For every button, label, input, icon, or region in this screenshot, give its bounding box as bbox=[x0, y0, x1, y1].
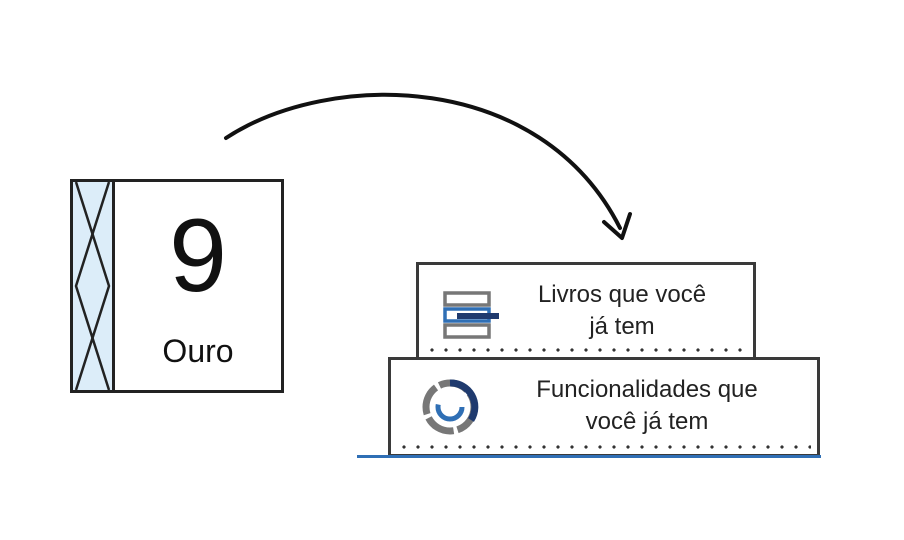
tile-label: Ouro bbox=[162, 333, 234, 369]
layer-books-line2: já tem bbox=[589, 313, 655, 340]
layer-features: Funcionalidades que você já tem bbox=[388, 357, 820, 457]
layer-features-text: Funcionalidades que você já tem bbox=[487, 374, 807, 438]
tile-strip bbox=[73, 182, 115, 390]
books-icon bbox=[443, 291, 503, 344]
dotted-separator bbox=[425, 348, 747, 352]
donut-chart-icon bbox=[419, 376, 481, 443]
layer-features-line1: Funcionalidades que bbox=[536, 376, 758, 403]
dotted-separator bbox=[397, 445, 811, 449]
layer-books-text: Livros que você já tem bbox=[505, 279, 739, 343]
layer-books: Livros que você já tem bbox=[416, 262, 756, 360]
baseline bbox=[357, 455, 821, 458]
layer-features-line2: você já tem bbox=[585, 408, 709, 435]
gold-tile: 9 Ouro bbox=[70, 179, 284, 393]
layer-books-line1: Livros que você bbox=[537, 281, 707, 308]
tile-number: 9 bbox=[169, 198, 227, 314]
